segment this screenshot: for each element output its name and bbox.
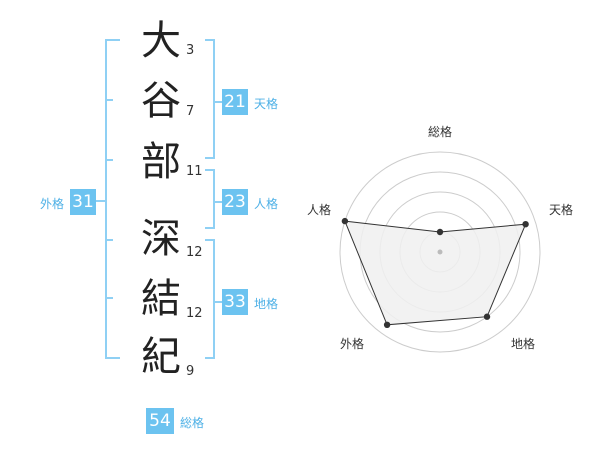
name-char-1: 大 <box>141 18 181 64</box>
jinkaku-label: 人格 <box>254 197 279 211</box>
radar-label-tenkaku: 天格 <box>549 203 574 217</box>
stroke-count-1: 3 <box>186 43 195 58</box>
radar-point-4 <box>383 321 391 329</box>
soukaku-label: 総格 <box>180 416 205 430</box>
soukaku-score-badge: 54 <box>146 408 174 434</box>
radar-label-jinkaku: 人格 <box>307 203 332 217</box>
radar-point-1 <box>436 228 444 236</box>
name-char-3: 部 <box>141 139 181 185</box>
radar-label-chikaku: 地格 <box>511 337 536 351</box>
name-char-4: 深 <box>141 216 181 262</box>
radar-point-2 <box>522 220 529 228</box>
gaikaku-label: 外格 <box>40 197 65 211</box>
name-char-6: 紀 <box>141 334 181 380</box>
radar-ring <box>339 151 541 353</box>
stroke-count-5: 12 <box>186 306 203 321</box>
chikaku-label: 地格 <box>254 297 279 311</box>
radar-point-3 <box>483 313 491 320</box>
jinkaku-score-badge: 23 <box>222 189 248 215</box>
name-char-5: 結 <box>141 276 181 322</box>
radar-score-polygon <box>344 220 527 326</box>
stroke-count-3: 11 <box>186 164 203 179</box>
radar-label-soukaku: 総格 <box>428 125 453 139</box>
chikaku-score-badge: 33 <box>222 289 248 315</box>
tenkaku-label: 天格 <box>254 97 279 111</box>
fortune-radar-chart <box>339 151 541 353</box>
radar-label-gaikaku: 外格 <box>340 337 365 351</box>
stroke-count-2: 7 <box>186 104 195 119</box>
tenkaku-score-badge: 21 <box>222 89 248 115</box>
name-char-2: 谷 <box>141 78 181 124</box>
gaikaku-score-badge: 31 <box>70 189 96 215</box>
stroke-count-6: 9 <box>186 364 195 379</box>
name-bracket-lines <box>95 39 222 359</box>
radar-center-dot <box>437 249 443 255</box>
radar-point-5 <box>341 217 349 225</box>
stroke-count-4: 12 <box>186 245 203 260</box>
radar-points <box>341 217 529 329</box>
